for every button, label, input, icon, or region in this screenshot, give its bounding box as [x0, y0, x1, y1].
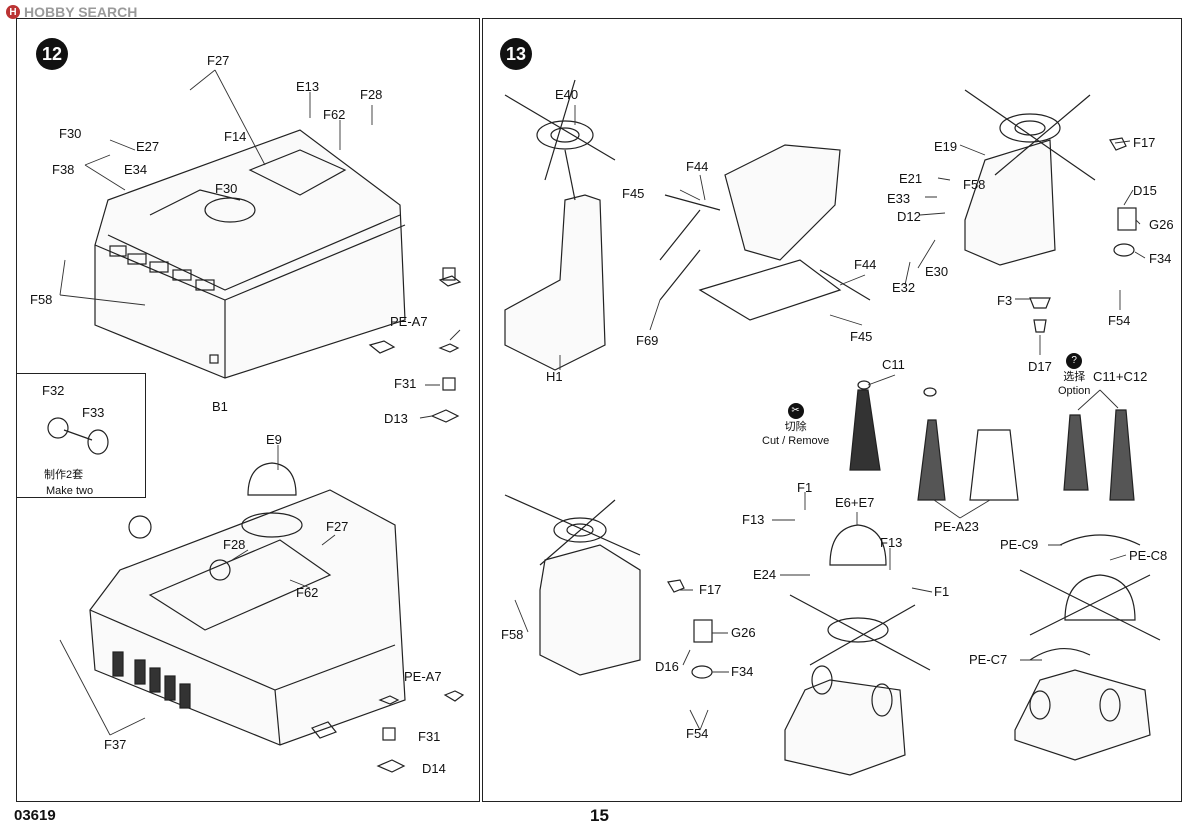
part-label: F14 [224, 129, 247, 144]
part-label: PE-C9 [1000, 537, 1039, 552]
part-label: F37 [104, 737, 127, 752]
part-label-F32: F32 [42, 383, 65, 398]
part-label: H1 [546, 369, 563, 384]
inset-box [16, 373, 146, 498]
step-12-badge: 12 [36, 38, 68, 70]
part-label: F17 [1133, 135, 1156, 150]
cut-remove-note: ✂ 切除 Cut / Remove [762, 402, 829, 447]
part-label: D12 [897, 209, 921, 224]
part-label: E32 [892, 280, 916, 295]
part-label: F54 [1108, 313, 1131, 328]
cut-note-en: Cut / Remove [762, 435, 830, 447]
part-label: PE-A7 [390, 314, 428, 329]
part-label: F58 [501, 627, 524, 642]
part-label: PE-A7 [404, 669, 442, 684]
part-label: F62 [296, 585, 319, 600]
part-label: F58 [30, 292, 53, 307]
part-label: E27 [136, 139, 160, 154]
part-label: F28 [223, 537, 246, 552]
part-label-F33: F33 [82, 405, 105, 420]
part-label: PE-C7 [969, 652, 1008, 667]
part-label: F58 [963, 177, 986, 192]
part-label: E6+E7 [835, 495, 875, 510]
watermark: H HOBBY SEARCH [6, 4, 137, 20]
inset-note-en: Make two [46, 485, 94, 497]
part-label: F31 [418, 729, 441, 744]
part-label: E33 [887, 191, 911, 206]
watermark-text: HOBBY SEARCH [24, 4, 138, 20]
part-label: G26 [731, 625, 756, 640]
part-label: G26 [1149, 217, 1174, 232]
part-label: C11 [882, 357, 905, 372]
part-label: E40 [555, 87, 579, 102]
question-icon: ? [1066, 353, 1083, 369]
part-label: F38 [52, 162, 75, 177]
part-label: F54 [686, 726, 709, 741]
part-label: E19 [934, 139, 958, 154]
part-label: F34 [1149, 251, 1172, 266]
part-label: E24 [753, 567, 777, 582]
part-label: B1 [212, 399, 228, 414]
part-label: F44 [854, 257, 877, 272]
option-note-en: Option [1058, 385, 1091, 397]
part-label: F17 [699, 582, 722, 597]
page-number: 15 [590, 806, 609, 825]
part-label: E13 [296, 79, 320, 94]
part-label: F44 [686, 159, 709, 174]
part-label: F13 [880, 535, 903, 550]
step-13-badge: 13 [500, 38, 532, 70]
part-label: E21 [899, 171, 923, 186]
part-label: PE-C8 [1129, 548, 1168, 563]
part-label: F45 [850, 329, 873, 344]
option-note: ? 选择 Option [1058, 352, 1090, 397]
part-label: F13 [742, 512, 765, 527]
part-label: C11+C12 [1093, 369, 1148, 384]
part-label: F30 [215, 181, 238, 196]
part-label: D13 [384, 411, 408, 426]
inset-note-cn: 制作2套 [44, 469, 84, 481]
part-label: F27 [326, 519, 349, 534]
part-label: F69 [636, 333, 659, 348]
part-label: D16 [655, 659, 679, 674]
part-label: F27 [207, 53, 230, 68]
part-label: F34 [731, 664, 754, 679]
part-label: F3 [997, 293, 1013, 308]
part-label: E30 [925, 264, 949, 279]
option-note-cn: 选择 [1063, 371, 1086, 383]
part-label: D14 [422, 761, 446, 776]
cut-note-cn: 切除 [784, 421, 807, 433]
part-label: F1 [934, 584, 950, 599]
part-label: F31 [394, 376, 417, 391]
part-label: D15 [1133, 183, 1157, 198]
part-label: D17 [1028, 359, 1052, 374]
part-label: E34 [124, 162, 148, 177]
part-label: F30 [59, 126, 82, 141]
part-label: PE-A23 [934, 519, 979, 534]
cut-icon: ✂ [787, 403, 804, 419]
step-13-panel [482, 18, 1182, 802]
part-label: F62 [323, 107, 346, 122]
hobbysearch-logo-icon: H [6, 5, 20, 19]
part-label: F1 [797, 480, 813, 495]
part-label: E9 [266, 432, 282, 447]
part-label: F28 [360, 87, 383, 102]
part-label: F45 [622, 186, 645, 201]
product-code: 03619 [14, 807, 56, 824]
